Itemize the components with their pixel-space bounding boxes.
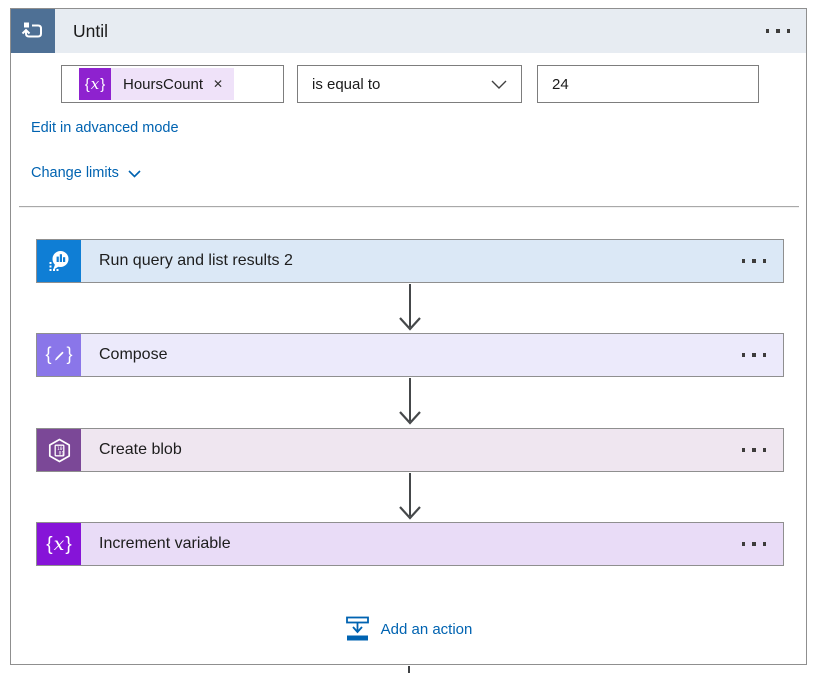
svg-text:01: 01 <box>58 450 64 456</box>
card-menu-button[interactable] <box>741 448 766 452</box>
connector-arrow <box>399 473 421 520</box>
remove-token-icon[interactable]: ✕ <box>213 77 224 91</box>
card-menu-button[interactable] <box>741 542 766 546</box>
ellipsis-dot <box>762 353 766 357</box>
ellipsis-dot <box>762 542 766 546</box>
card-menu-button[interactable] <box>741 259 766 263</box>
compose-icon: { } <box>37 334 81 376</box>
action-card-run-query[interactable]: Run query and list results 2 <box>36 239 784 283</box>
ellipsis-dot <box>741 448 745 452</box>
blob-storage-icon: 10 01 <box>37 429 81 471</box>
action-label: Compose <box>99 346 168 363</box>
card-menu-button[interactable] <box>741 353 766 357</box>
until-loop-icon <box>11 9 55 53</box>
ellipsis-dot <box>762 448 766 452</box>
chevron-down-icon <box>128 170 141 178</box>
action-card-increment-variable[interactable]: {x} Increment variable <box>36 522 784 566</box>
until-menu-button[interactable] <box>765 29 790 33</box>
flow-connector-stub <box>408 666 410 673</box>
log-analytics-icon <box>37 240 81 282</box>
ellipsis-dot <box>741 353 745 357</box>
action-label: Create blob <box>99 441 182 458</box>
change-limits-label: Change limits <box>31 165 119 181</box>
section-divider <box>19 206 799 207</box>
edit-advanced-mode-link[interactable]: Edit in advanced mode <box>31 120 179 136</box>
ellipsis-dot <box>741 259 745 263</box>
action-card-create-blob[interactable]: 10 01 Create blob <box>36 428 784 472</box>
ellipsis-dot <box>776 29 780 33</box>
until-scope: Until {x} HoursCount ✕ is equal to Edit … <box>10 8 807 665</box>
insert-action-icon <box>345 616 369 641</box>
connector-arrow <box>399 284 421 331</box>
connector-arrow <box>399 378 421 425</box>
add-action-button[interactable]: Add an action <box>11 613 806 645</box>
action-card-compose[interactable]: { } Compose <box>36 333 784 377</box>
token-label: HoursCount <box>123 75 204 93</box>
chevron-down-icon <box>491 80 507 89</box>
ellipsis-dot <box>762 259 766 263</box>
ellipsis-dot <box>752 542 756 546</box>
ellipsis-dot <box>752 448 756 452</box>
condition-left-field[interactable]: {x} HoursCount ✕ <box>61 65 284 103</box>
ellipsis-dot <box>752 353 756 357</box>
ellipsis-dot <box>741 542 745 546</box>
variable-token-icon: {x} <box>79 68 111 100</box>
operator-dropdown[interactable]: is equal to <box>297 65 522 103</box>
change-limits-link[interactable]: Change limits <box>31 165 141 181</box>
loop-condition-row: {x} HoursCount ✕ is equal to <box>61 65 759 103</box>
token-pill: HoursCount ✕ <box>111 68 235 100</box>
ellipsis-dot <box>786 29 790 33</box>
add-action-label: Add an action <box>380 620 473 638</box>
action-label: Increment variable <box>99 535 231 552</box>
edit-advanced-mode-label: Edit in advanced mode <box>31 120 179 136</box>
action-label: Run query and list results 2 <box>99 252 293 269</box>
operator-value: is equal to <box>312 75 381 93</box>
until-scope-header[interactable]: Until <box>11 9 806 53</box>
condition-value-input[interactable] <box>538 66 758 102</box>
increment-variable-icon: {x} <box>37 523 81 565</box>
ellipsis-dot <box>752 259 756 263</box>
svg-text:10: 10 <box>57 446 63 452</box>
scope-title: Until <box>73 20 109 41</box>
condition-right-field <box>537 65 759 103</box>
hourscount-token-chip[interactable]: {x} HoursCount ✕ <box>79 68 235 100</box>
ellipsis-dot <box>765 29 769 33</box>
